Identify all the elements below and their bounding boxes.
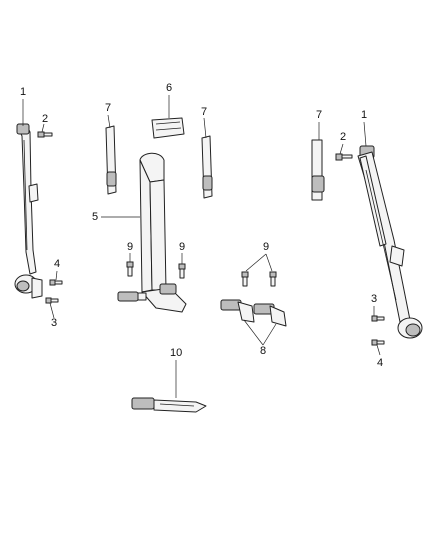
center-lap-buckle (131, 397, 207, 413)
callout-9-b: 9 (178, 241, 186, 253)
leader-lines (22, 95, 381, 398)
left-upper-bolt (37, 131, 53, 138)
callout-6: 6 (165, 82, 173, 94)
right-center-buckle-strap (201, 135, 213, 199)
buckle-bolt-b (269, 271, 277, 287)
left-lower-bolt-a (49, 279, 63, 286)
left-seat-belt-assembly (14, 123, 43, 299)
callout-3-left: 3 (50, 317, 58, 329)
right-seat-belt-assembly (357, 145, 423, 339)
left-lower-bolt-b (45, 297, 59, 304)
callout-8: 8 (259, 345, 267, 357)
center-seat-belt (117, 152, 187, 313)
callout-9-a: 9 (126, 241, 134, 253)
belt-guide (151, 117, 185, 139)
right-lower-bolt-a (371, 315, 385, 322)
callout-2-right: 2 (339, 131, 347, 143)
callout-7-c: 7 (315, 109, 323, 121)
callout-1-right: 1 (360, 109, 368, 121)
callout-1-left: 1 (19, 86, 27, 98)
callout-7-b: 7 (200, 106, 208, 118)
right-lower-bolt-b (371, 339, 385, 346)
callout-2-left: 2 (41, 113, 49, 125)
callout-10: 10 (170, 347, 183, 359)
callout-7-a: 7 (104, 102, 112, 114)
callout-9-c: 9 (262, 241, 270, 253)
right-buckle-strap (311, 139, 325, 201)
callout-4-left: 4 (53, 258, 61, 270)
buckle-assembly-right (253, 303, 287, 327)
callout-3-right: 3 (370, 293, 378, 305)
buckle-assembly-left (220, 299, 255, 323)
center-bolt-b (178, 263, 186, 279)
callout-4-right: 4 (376, 357, 384, 369)
center-bolt-a (126, 261, 134, 277)
right-upper-bolt (335, 153, 353, 161)
left-center-buckle-strap (105, 125, 117, 195)
callout-5: 5 (91, 211, 99, 223)
buckle-bolt-a (241, 271, 249, 287)
